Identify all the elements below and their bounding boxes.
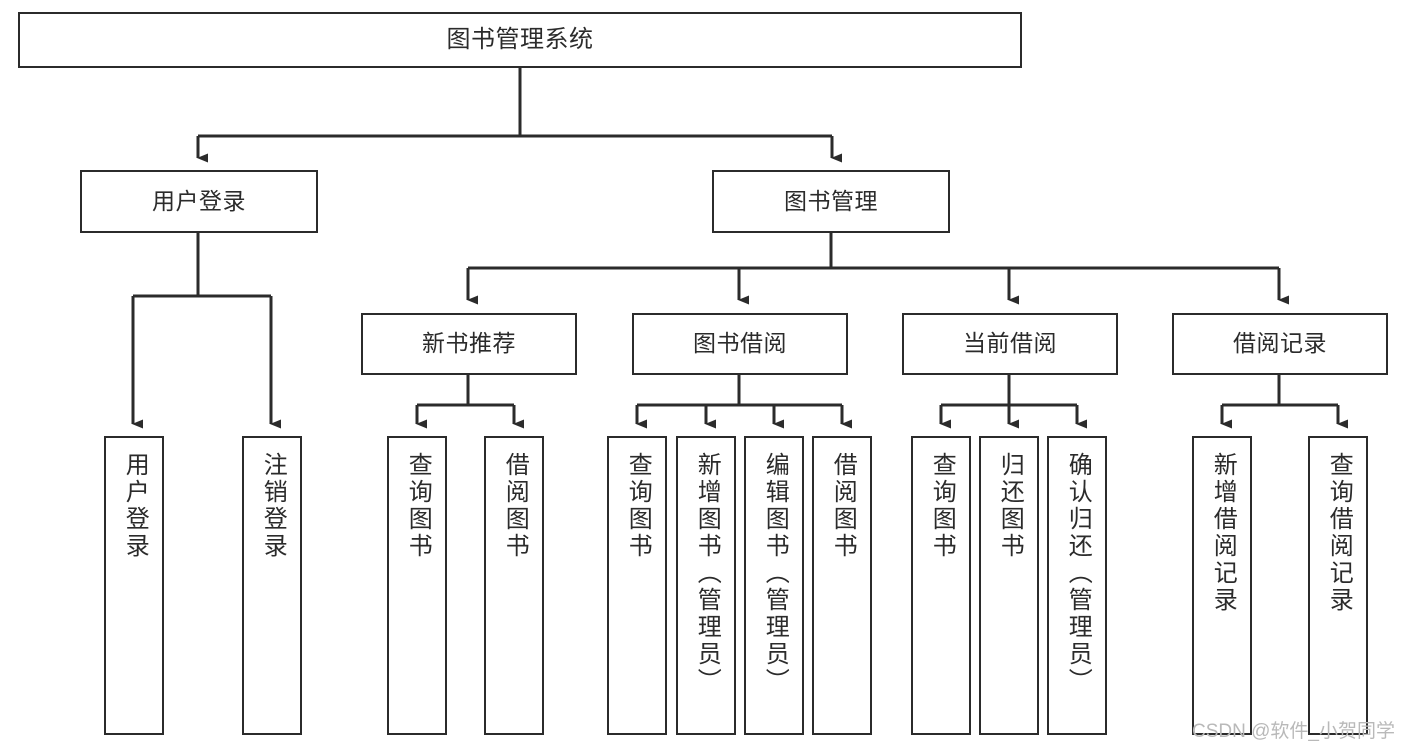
node-label: 图书借阅 bbox=[693, 330, 787, 357]
node-label: 图书管理系统 bbox=[446, 25, 594, 53]
node-label: 查询图书 bbox=[404, 452, 432, 560]
node-root-book-management-system[interactable]: 图书管理系统 bbox=[18, 12, 1022, 68]
node-label: 当前借阅 bbox=[963, 330, 1057, 357]
node-label: 图书管理 bbox=[784, 187, 878, 214]
node-label: 查询图书 bbox=[624, 452, 652, 560]
node-label: 注销登录 bbox=[259, 452, 287, 560]
node-borrowing-record[interactable]: 借阅记录 bbox=[1172, 313, 1388, 375]
node-label: 归还图书 bbox=[996, 452, 1024, 560]
node-user-login[interactable]: 用户登录 bbox=[80, 170, 318, 233]
leaf-borrow-record-add-record[interactable]: 新增借阅记录 bbox=[1192, 436, 1252, 735]
node-label: 新书推荐 bbox=[422, 330, 516, 357]
node-label: 用户登录 bbox=[121, 452, 149, 560]
node-label: 借阅图书 bbox=[829, 452, 857, 560]
watermark-text: CSDN @软件_小贺同学 bbox=[1192, 721, 1395, 742]
node-label: 借阅记录 bbox=[1233, 330, 1327, 357]
leaf-book-borrow-edit-book-admin[interactable]: 编辑图书（管理员） bbox=[744, 436, 804, 735]
leaf-book-borrow-borrow-books[interactable]: 借阅图书 bbox=[812, 436, 872, 735]
leaf-new-book-borrow-books[interactable]: 借阅图书 bbox=[484, 436, 544, 735]
node-label: 查询图书 bbox=[928, 452, 956, 560]
leaf-new-book-query-books[interactable]: 查询图书 bbox=[387, 436, 447, 735]
leaf-current-borrow-return-books[interactable]: 归还图书 bbox=[979, 436, 1039, 735]
leaf-user-login-logout[interactable]: 注销登录 bbox=[242, 436, 302, 735]
node-book-management[interactable]: 图书管理 bbox=[712, 170, 950, 233]
node-book-borrowing[interactable]: 图书借阅 bbox=[632, 313, 848, 375]
node-label: 新增借阅记录 bbox=[1209, 452, 1237, 614]
node-current-borrowing[interactable]: 当前借阅 bbox=[902, 313, 1118, 375]
node-label: 编辑图书（管理员） bbox=[761, 452, 789, 695]
node-label: 查询借阅记录 bbox=[1325, 452, 1353, 614]
node-label: 确认归还（管理员） bbox=[1064, 452, 1092, 695]
leaf-borrow-record-query-record[interactable]: 查询借阅记录 bbox=[1308, 436, 1368, 735]
leaf-book-borrow-query-books[interactable]: 查询图书 bbox=[607, 436, 667, 735]
leaf-user-login-login[interactable]: 用户登录 bbox=[104, 436, 164, 735]
node-label: 用户登录 bbox=[152, 187, 246, 214]
leaf-book-borrow-add-book-admin[interactable]: 新增图书（管理员） bbox=[676, 436, 736, 735]
leaf-current-borrow-query-books[interactable]: 查询图书 bbox=[911, 436, 971, 735]
node-new-book-recommendation[interactable]: 新书推荐 bbox=[361, 313, 577, 375]
node-label: 新增图书（管理员） bbox=[693, 452, 721, 695]
leaf-current-borrow-confirm-return-admin[interactable]: 确认归还（管理员） bbox=[1047, 436, 1107, 735]
node-label: 借阅图书 bbox=[501, 452, 529, 560]
